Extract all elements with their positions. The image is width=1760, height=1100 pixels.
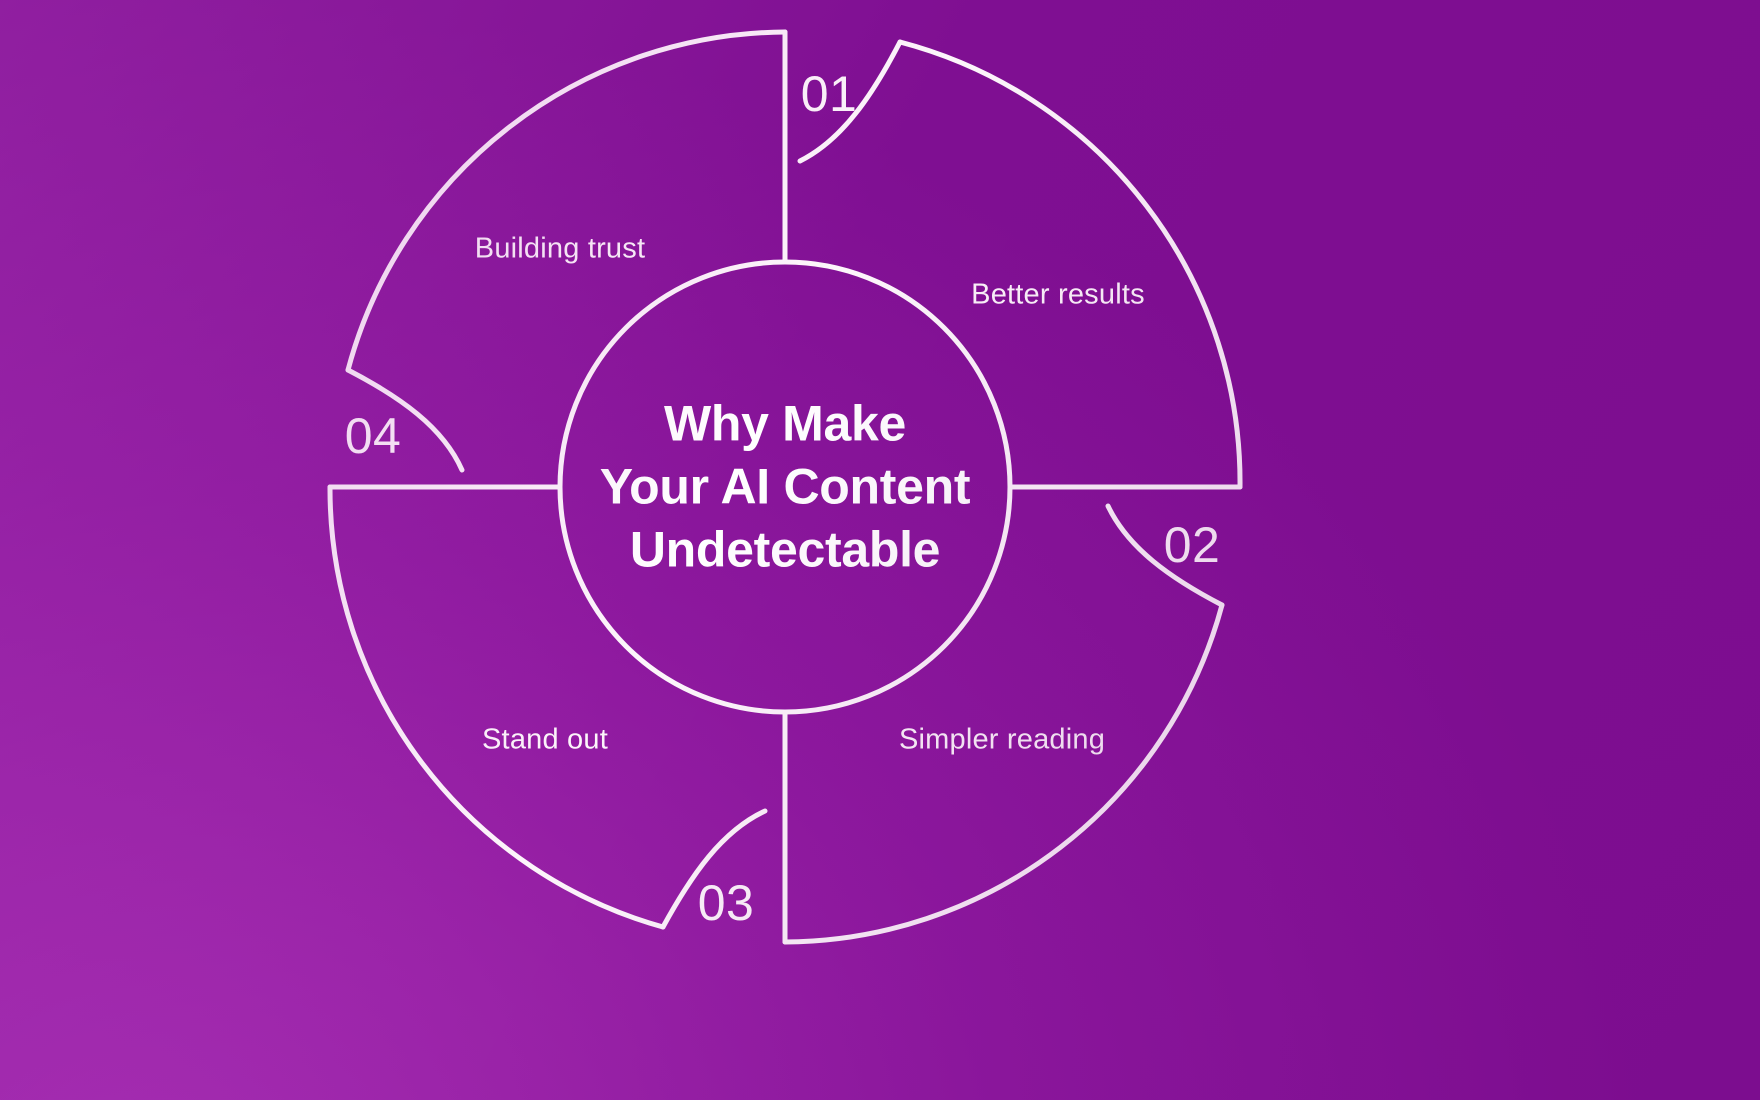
- segment-02-outer-arc: [782, 602, 1225, 945]
- center-title: Why Make Your AI Content Undetectable: [570, 393, 1000, 582]
- segment-label-simpler-reading: Simpler reading: [898, 723, 1106, 756]
- segment-02[interactable]: [782, 503, 1225, 945]
- inner-arc-top-left: [557, 259, 788, 490]
- center-title-line-2: Your AI Content: [599, 458, 971, 515]
- center-title-line-1: Why Make: [663, 395, 907, 452]
- center-circle-ring: [557, 259, 1013, 715]
- segment-04-outer-arc: [345, 29, 788, 373]
- segment-03[interactable]: [327, 484, 768, 930]
- segment-number-03: 03: [697, 875, 755, 931]
- segment-04[interactable]: [345, 29, 788, 473]
- segment-01-outer-arc: [897, 39, 1243, 490]
- inner-arc-bottom-right: [782, 484, 1013, 715]
- inner-arc-top-right: [782, 259, 1013, 490]
- segment-04-hook: [345, 367, 465, 473]
- segment-number-02: 02: [1163, 517, 1221, 573]
- segment-label-better-results: Better results: [971, 278, 1145, 311]
- segment-01[interactable]: [797, 39, 1243, 490]
- segment-03-hook: [660, 808, 768, 930]
- segment-01-hook: [797, 39, 903, 164]
- segment-label-building-trust: Building trust: [474, 232, 646, 265]
- inner-arc-bottom-left: [557, 484, 788, 715]
- segment-number-01: 01: [800, 66, 858, 122]
- segment-label-stand-out: Stand out: [482, 723, 608, 756]
- segment-03-outer-arc: [327, 484, 666, 930]
- segment-number-04: 04: [344, 408, 402, 464]
- segment-02-hook: [1105, 503, 1225, 608]
- center-title-line-3: Undetectable: [629, 521, 941, 578]
